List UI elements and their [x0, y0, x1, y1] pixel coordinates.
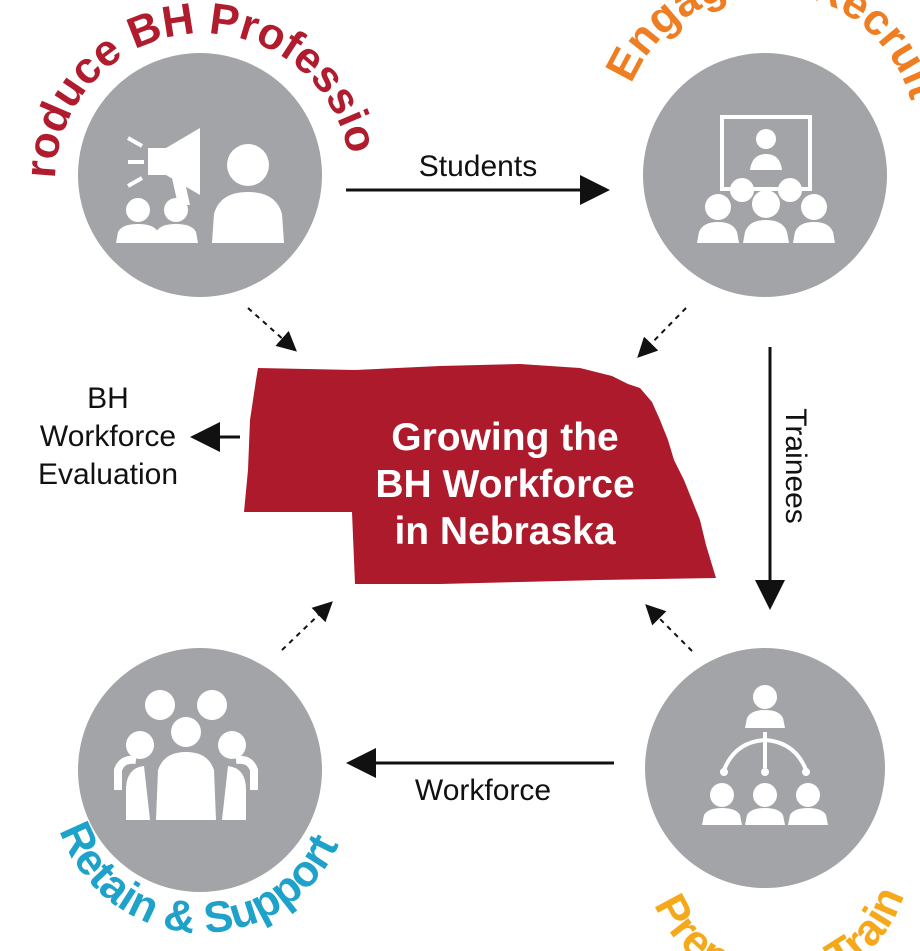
label-students: Students — [419, 150, 537, 183]
megaphone-audience-icon — [116, 128, 284, 243]
stage-prepare — [645, 648, 885, 888]
stage-introduce — [78, 53, 322, 297]
presentation-audience-icon — [697, 115, 835, 243]
stage-retain — [78, 648, 322, 892]
evaluation-line-3: Evaluation — [38, 458, 178, 491]
evaluation-line-1: BH — [87, 382, 129, 415]
stage-circle — [643, 53, 887, 297]
center-title-line-1: Growing the — [391, 416, 619, 459]
dashed-arrow-prepare — [645, 604, 693, 652]
stage-engage — [643, 53, 887, 297]
center-title-line-2: BH Workforce — [375, 463, 634, 506]
nebraska-map — [244, 364, 716, 584]
dashed-arrow-introduce — [247, 307, 297, 352]
dashed-arrow-retain — [281, 601, 333, 651]
team-group-icon — [114, 690, 258, 820]
title-prepare: Prepare & Train — [645, 880, 914, 951]
org-hierarchy-icon — [702, 685, 828, 825]
evaluation-line-2: Workforce — [40, 420, 176, 453]
dashed-arrow-engage — [637, 307, 687, 358]
label-trainees: Trainees — [779, 408, 812, 524]
center-title-line-3: in Nebraska — [394, 510, 615, 553]
label-workforce: Workforce — [415, 774, 551, 807]
